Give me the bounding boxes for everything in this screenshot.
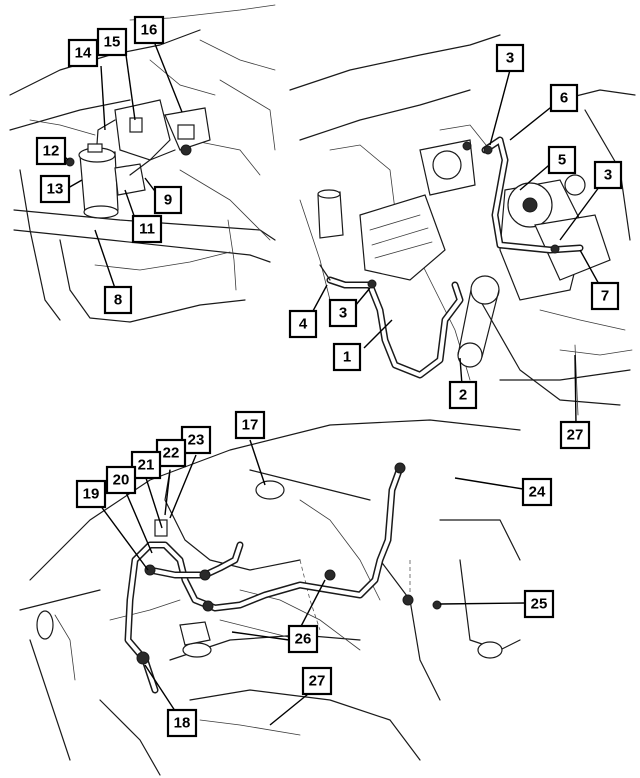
callout-14[interactable]: 14 xyxy=(67,38,99,68)
callout-13[interactable]: 13 xyxy=(39,174,71,204)
receiver-drier-view xyxy=(9,4,276,323)
callout-22-label: 22 xyxy=(163,445,180,462)
callout-15[interactable]: 15 xyxy=(96,27,128,57)
callout-8-label: 8 xyxy=(114,292,122,309)
callout-9-label: 9 xyxy=(164,192,172,209)
callout-2[interactable]: 2 xyxy=(448,380,478,410)
callout-21[interactable]: 21 xyxy=(130,450,162,480)
callout-14-label: 14 xyxy=(75,45,92,62)
callout-3-right-label: 3 xyxy=(604,167,612,184)
callout-13-label: 13 xyxy=(47,181,64,198)
callout-27-top[interactable]: 27 xyxy=(559,420,591,450)
callout-11[interactable]: 11 xyxy=(131,214,163,244)
callout-12-label: 12 xyxy=(43,143,60,160)
callout-24-label: 24 xyxy=(529,484,546,501)
callout-3-top-label: 3 xyxy=(506,50,514,67)
callout-9[interactable]: 9 xyxy=(153,185,183,215)
callout-15-label: 15 xyxy=(104,34,121,51)
callout-16-label: 16 xyxy=(141,22,158,39)
callout-5-label: 5 xyxy=(558,152,566,169)
callout-18[interactable]: 18 xyxy=(166,708,198,738)
callout-4[interactable]: 4 xyxy=(288,309,318,339)
callout-20[interactable]: 20 xyxy=(105,465,137,495)
callout-8[interactable]: 8 xyxy=(103,285,133,315)
callout-26[interactable]: 26 xyxy=(287,624,319,654)
callout-22[interactable]: 22 xyxy=(155,438,187,468)
callout-7[interactable]: 7 xyxy=(590,281,620,311)
callout-20-label: 20 xyxy=(113,472,130,489)
callout-23[interactable]: 23 xyxy=(180,425,212,455)
callout-23-label: 23 xyxy=(188,432,205,449)
callout-27-bottom[interactable]: 27 xyxy=(301,666,333,696)
callout-3-top[interactable]: 3 xyxy=(495,43,525,73)
callout-17[interactable]: 17 xyxy=(234,410,266,440)
callout-19-label: 19 xyxy=(83,486,100,503)
callout-16[interactable]: 16 xyxy=(133,15,165,45)
callout-6[interactable]: 6 xyxy=(549,83,579,113)
callout-27-top-label: 27 xyxy=(567,427,584,444)
callout-5[interactable]: 5 xyxy=(547,145,577,175)
callout-11-label: 11 xyxy=(139,221,155,238)
engine-compressor-view xyxy=(289,34,636,416)
callout-2-label: 2 xyxy=(459,387,467,404)
callout-25-label: 25 xyxy=(531,596,548,613)
callout-6-label: 6 xyxy=(560,90,568,107)
callout-17-label: 17 xyxy=(242,417,259,434)
callout-25[interactable]: 25 xyxy=(523,589,555,619)
callout-12[interactable]: 12 xyxy=(35,136,67,166)
callout-21-label: 21 xyxy=(138,457,155,474)
callout-26-label: 26 xyxy=(295,631,312,648)
callout-1-label: 1 xyxy=(343,349,351,366)
callouts: 14 15 16 12 13 9 11 8 3 6 5 3 7 4 3 1 2 … xyxy=(35,15,623,738)
callout-18-label: 18 xyxy=(174,715,191,732)
callout-3-right[interactable]: 3 xyxy=(593,160,623,190)
callout-19[interactable]: 19 xyxy=(75,479,107,509)
callout-7-label: 7 xyxy=(601,288,609,305)
callout-1[interactable]: 1 xyxy=(332,342,362,372)
callout-4-label: 4 xyxy=(299,316,308,333)
callout-3-left-label: 3 xyxy=(339,305,347,322)
callout-24[interactable]: 24 xyxy=(521,477,553,507)
callout-3-left[interactable]: 3 xyxy=(328,298,358,328)
callout-27-bottom-label: 27 xyxy=(309,673,326,690)
front-end-lines-view xyxy=(19,419,521,776)
